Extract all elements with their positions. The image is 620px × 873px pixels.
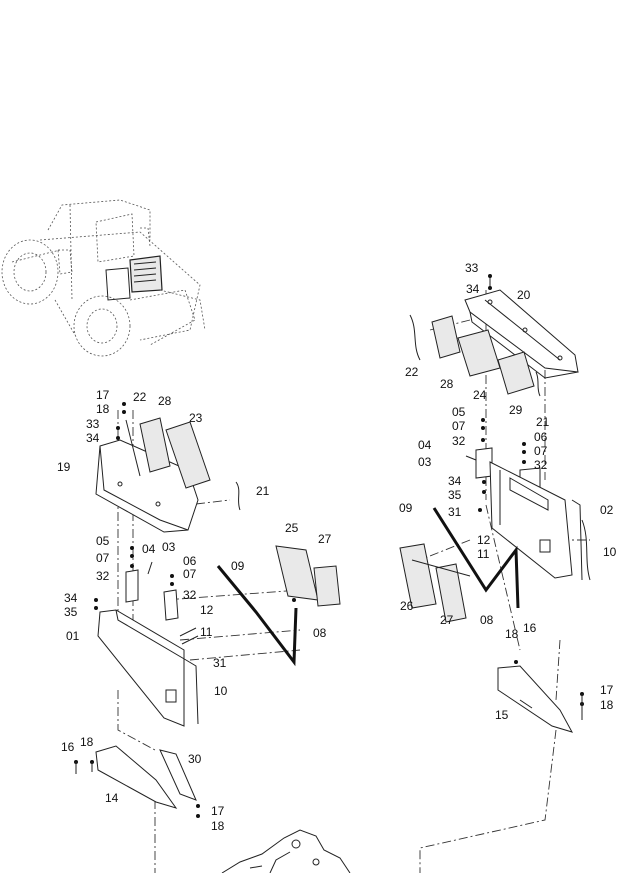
part-label-26: 26 [400,599,414,613]
part-label-16: 16 [61,740,75,754]
part-label-01: 01 [66,629,80,643]
part-label-11: 11 [477,547,490,561]
part-label-06: 06 [534,430,548,444]
part-label-24: 24 [473,388,487,402]
part-label-28: 28 [440,377,454,391]
part-label-08: 08 [480,613,494,627]
part-label-34: 34 [466,282,480,296]
part-label-03: 03 [162,540,176,554]
part-label-34: 34 [64,591,78,605]
part-label-07: 07 [183,567,197,581]
part-label-22: 22 [133,390,147,404]
part-label-17: 17 [211,804,225,818]
part-label-21: 21 [536,415,550,429]
part-label-34: 34 [86,431,100,445]
part-label-25: 25 [285,521,299,535]
part-label-32: 32 [183,588,197,602]
part-label-04: 04 [418,438,432,452]
part-label-27: 27 [318,532,332,546]
part-label-18: 18 [600,698,614,712]
part-label-19: 19 [57,460,71,474]
part-label-33: 33 [465,261,479,275]
part-label-07: 07 [534,444,548,458]
part-label-21: 21 [256,484,270,498]
part-label-23: 23 [189,411,203,425]
part-label-14: 14 [105,791,119,805]
part-label-08: 08 [313,626,327,640]
part-label-09: 09 [399,501,413,515]
part-label-18: 18 [96,402,110,416]
part-label-09: 09 [231,559,245,573]
part-label-18: 18 [211,819,225,833]
part-label-16: 16 [523,621,537,635]
part-label-22: 22 [405,365,419,379]
part-label-35: 35 [64,605,78,619]
part-label-07: 07 [96,551,110,565]
part-label-17: 17 [96,388,110,402]
part-label-18: 18 [505,627,519,641]
loader-overview-illustration [1,199,206,357]
right-assembly-drawing [399,274,591,873]
part-label-18: 18 [80,735,94,749]
part-label-15: 15 [495,708,509,722]
part-label-28: 28 [158,394,172,408]
part-label-05: 05 [96,534,110,548]
part-label-10: 10 [214,684,228,698]
part-label-11: 11 [200,625,213,639]
part-label-07: 07 [452,419,466,433]
part-label-29: 29 [509,403,523,417]
part-label-05: 05 [452,405,466,419]
part-label-35: 35 [448,488,462,502]
part-label-32: 32 [452,434,466,448]
part-label-31: 31 [213,656,227,670]
part-label-02: 02 [600,503,614,517]
part-label-30: 30 [188,752,202,766]
part-label-34: 34 [448,474,462,488]
part-label-20: 20 [517,288,531,302]
frame-fragment-drawing [221,829,351,873]
part-label-06: 06 [183,554,197,568]
part-label-32: 32 [534,458,548,472]
part-label-12: 12 [477,533,491,547]
part-label-12: 12 [200,603,214,617]
part-label-33: 33 [86,417,100,431]
part-label-04: 04 [142,542,156,556]
part-label-10: 10 [603,545,617,559]
part-label-31: 31 [448,505,462,519]
left-assembly-drawing [74,402,341,873]
part-label-27: 27 [440,613,454,627]
part-label-17: 17 [600,683,614,697]
part-label-32: 32 [96,569,110,583]
part-label-03: 03 [418,455,432,469]
